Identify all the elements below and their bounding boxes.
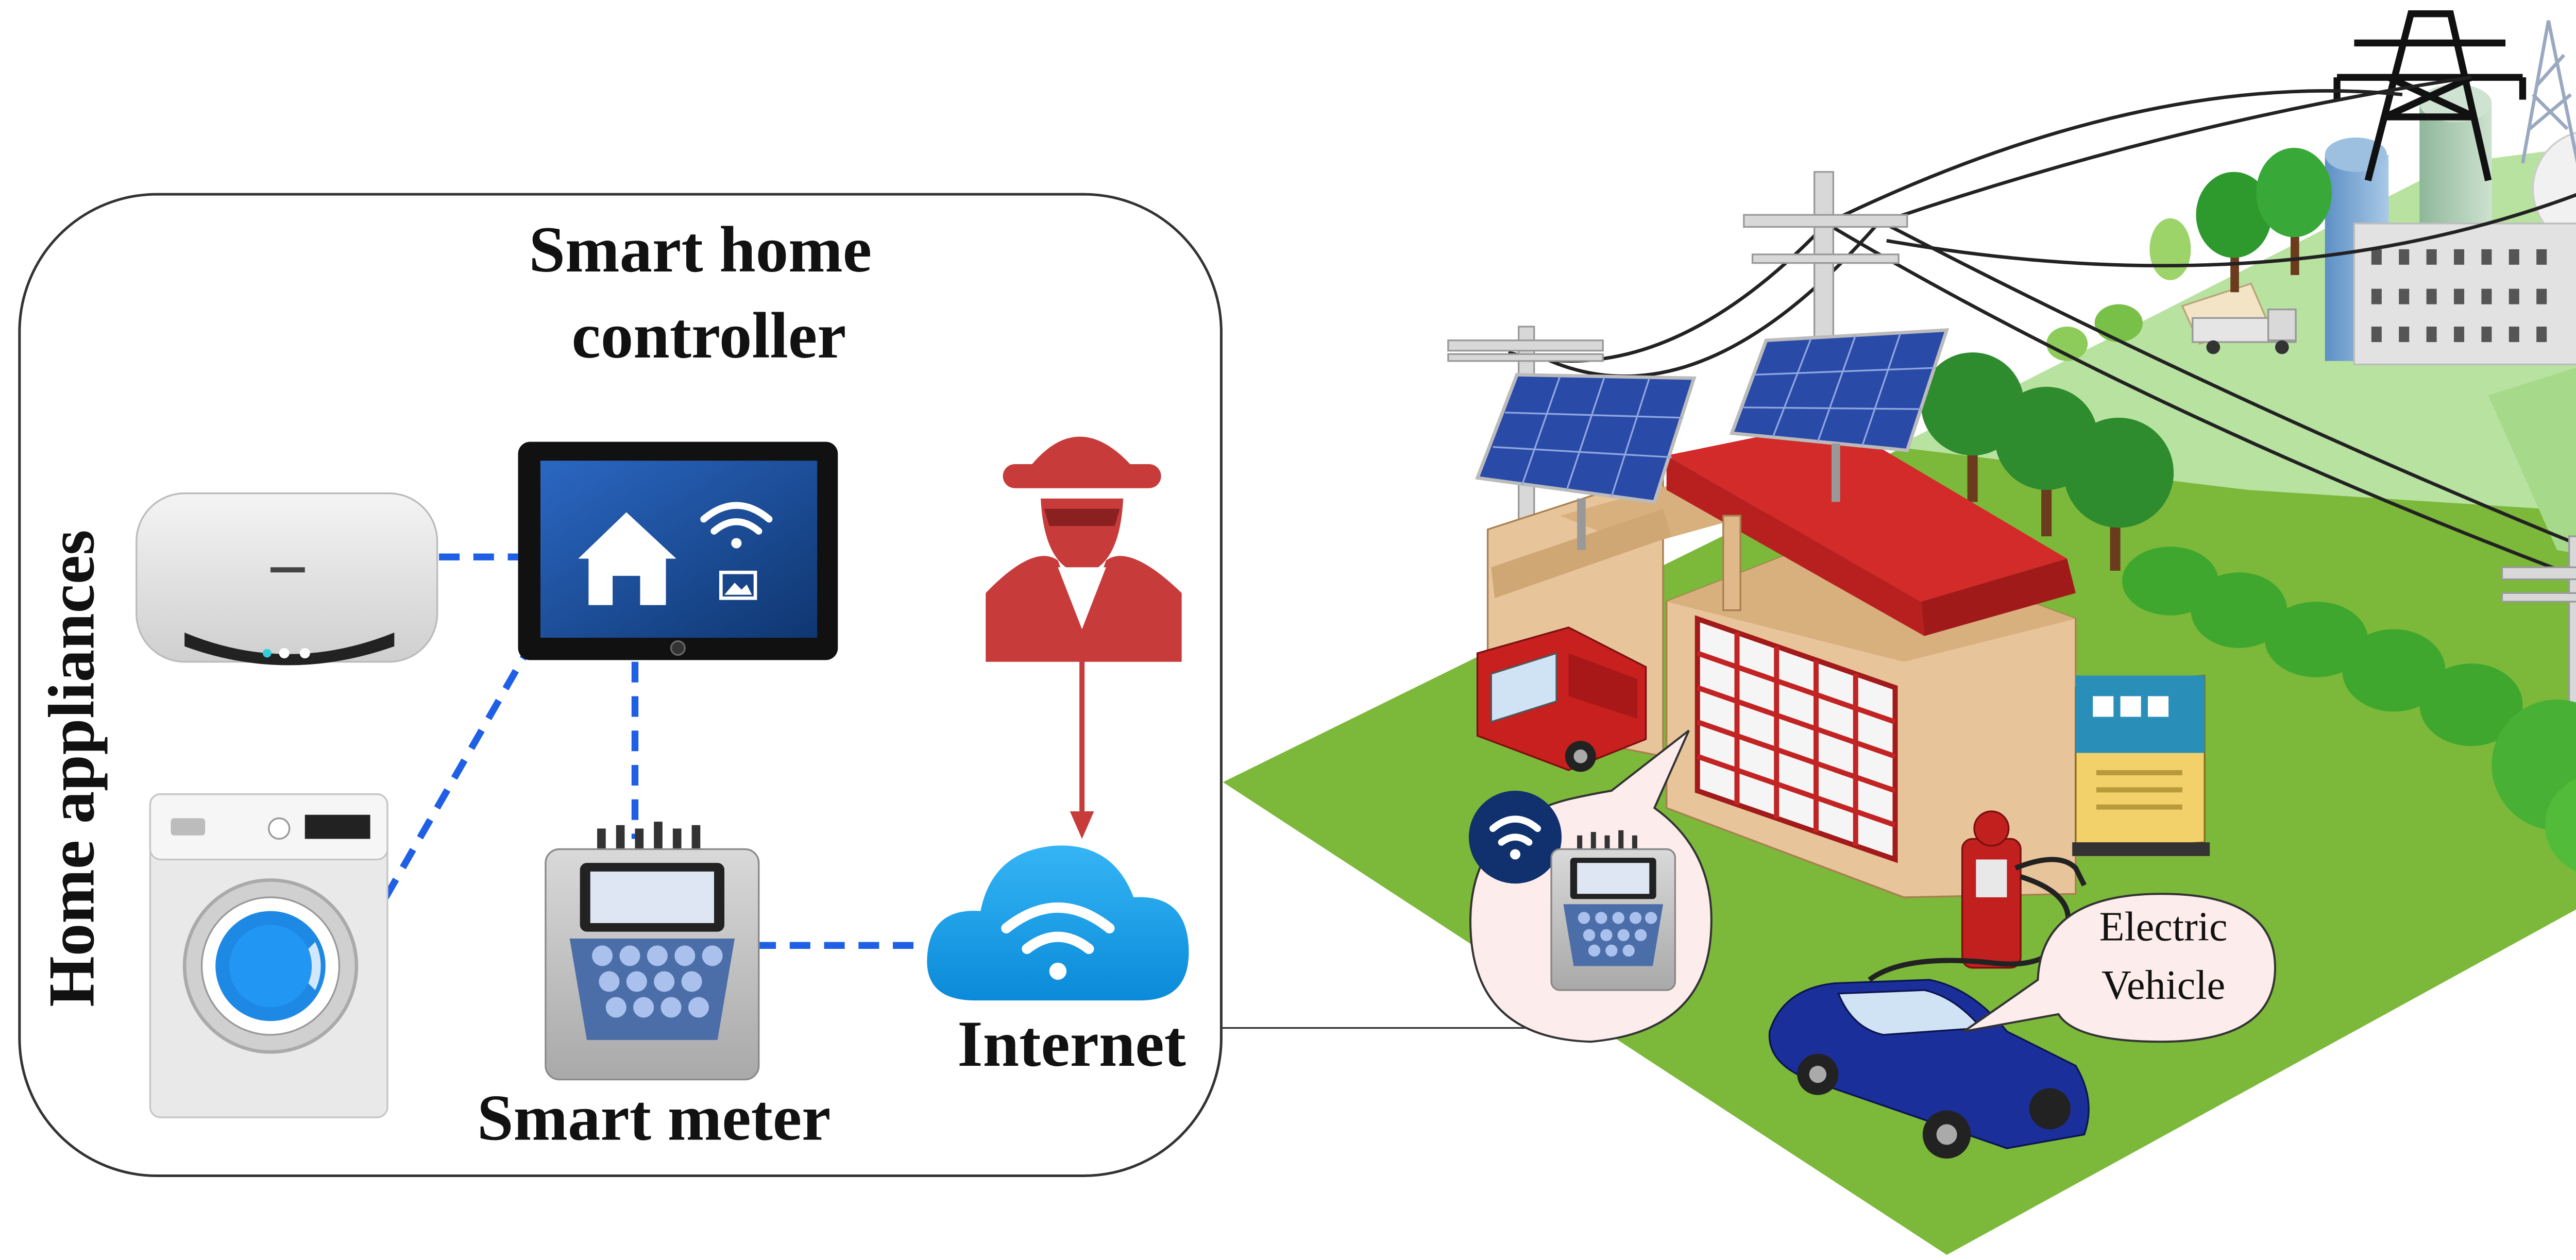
- callout-wifi-icon: [1468, 791, 1562, 884]
- ev-label-line2: Vehicle: [2102, 963, 2225, 1008]
- smart-meter-icon: [545, 822, 760, 1081]
- meter-callout: [1468, 729, 1713, 1043]
- garage-door: [1694, 615, 1898, 863]
- fire-station-building: [1486, 421, 2077, 898]
- wifi-icon: [700, 502, 773, 549]
- charging-pump-icon: [1868, 810, 2087, 982]
- power-plant-icon: [2325, 84, 2576, 366]
- truck-icon: [2181, 282, 2297, 354]
- link-washer-controller: [382, 653, 528, 899]
- smart-home-controller-title: Smart home controller: [529, 214, 872, 372]
- washing-machine-icon: [149, 793, 388, 1118]
- home-icon: [578, 512, 676, 605]
- attack-arrow: [1070, 629, 1094, 839]
- electric-vehicle-icon: [1768, 979, 2090, 1159]
- cloud-icon: [927, 845, 1189, 1001]
- communication-links: [382, 553, 927, 949]
- ev-label-line1: Electric: [2099, 904, 2228, 949]
- controller-title-line1: Smart home: [529, 214, 872, 286]
- hedge-row: [2122, 547, 2576, 872]
- fire-truck-icon: [1476, 626, 1647, 772]
- cloud-wifi-icon: [1001, 902, 1115, 955]
- controller-title-line2: controller: [572, 300, 846, 372]
- attacker-icon: [986, 436, 1182, 662]
- controller-tablet-icon: [518, 441, 838, 660]
- solar-panel-left: [1475, 373, 1697, 550]
- internet-label: Internet: [957, 1008, 1186, 1080]
- tree-row: [1921, 352, 2174, 571]
- solar-panel-right: [1729, 328, 1950, 502]
- transmission-tower-icon: [2333, 10, 2527, 182]
- telecom-tower-icon: [2521, 20, 2576, 164]
- ev-callout: Electric Vehicle: [1963, 893, 2276, 1043]
- water-heater-icon: [135, 492, 438, 666]
- home-appliances-label: Home appliances: [36, 530, 108, 1007]
- image-icon: [719, 570, 757, 600]
- smart-meter-label: Smart meter: [477, 1082, 831, 1154]
- meter-keypad: [592, 945, 723, 1018]
- panel-connector-line: [1221, 1017, 1554, 1029]
- callout-meter-icon: [1550, 830, 1676, 991]
- smart-city-scene: Electric Vehicle: [1223, 10, 2576, 1255]
- charging-station-icon: [2072, 674, 2210, 856]
